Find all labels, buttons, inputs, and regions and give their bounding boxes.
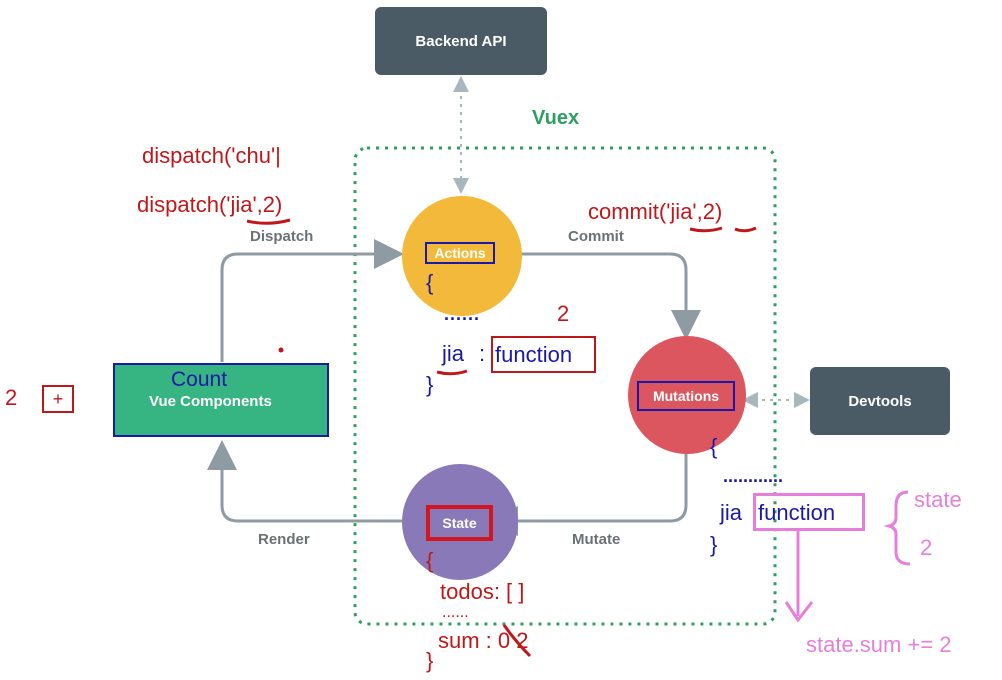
pink-state-sum-expr: state.sum += 2	[806, 632, 952, 657]
devtools-box: Devtools	[810, 367, 950, 435]
vue-components-label: Vue Components	[149, 393, 272, 410]
devtools-label: Devtools	[848, 392, 912, 410]
mutations-node	[628, 336, 746, 454]
vue-components-box: Count Vue Components	[113, 363, 329, 437]
actions-colon: :	[479, 341, 486, 366]
actions-label: Actions	[425, 242, 495, 264]
actions-function-box: function	[491, 336, 596, 373]
mutate-label: Mutate	[572, 531, 621, 548]
vuex-boundary	[353, 146, 777, 626]
actions-dots: ......	[444, 304, 481, 324]
counter-value: 2	[5, 385, 18, 410]
state-sum-old: 0	[497, 628, 511, 653]
commit-arrow	[520, 252, 701, 340]
underline-actions-jia	[436, 369, 468, 376]
pink-state-number: 2	[920, 535, 933, 560]
underline-dispatch-jia	[246, 218, 291, 225]
actions-open-brace: {	[426, 270, 434, 295]
pink-down-arrow	[784, 530, 814, 623]
state-sum-new: 2	[510, 628, 529, 653]
annotation-commit-jia: commit('jia',2)	[588, 199, 723, 224]
state-todos: todos: [ ]	[440, 579, 525, 604]
actions-number: 2	[557, 301, 570, 326]
state-close-brace: }	[426, 648, 434, 673]
mutations-label: Mutations	[637, 381, 735, 411]
render-arrow	[207, 440, 402, 523]
state-dots: ......	[442, 604, 469, 621]
underline-commit-2	[734, 226, 757, 233]
pink-brace	[883, 490, 911, 566]
state-node	[402, 464, 518, 580]
actions-node	[402, 196, 522, 316]
mutations-jia: jia	[720, 500, 743, 525]
dispatch-arrow	[220, 239, 404, 362]
state-open-brace: {	[426, 548, 434, 573]
plus-button-label: +	[52, 389, 64, 409]
dispatch-label: Dispatch	[250, 228, 314, 245]
state-sum-line: sum : 0 2	[438, 628, 529, 654]
plus-button[interactable]: +	[42, 385, 74, 413]
commit-label: Commit	[568, 228, 624, 245]
backend-api-box: Backend API	[375, 7, 547, 75]
vuex-title: Vuex	[532, 107, 580, 129]
mutations-close-brace: }	[710, 532, 718, 557]
underline-commit-jia	[689, 226, 723, 233]
pink-state-word: state	[914, 487, 962, 512]
annotation-dispatch-jia: dispatch('jia',2)	[137, 192, 283, 217]
actions-close-brace: }	[426, 372, 434, 397]
backend-api-label: Backend API	[415, 32, 507, 50]
mutations-open-brace: {	[710, 434, 718, 459]
render-label: Render	[258, 531, 310, 548]
actions-function: function	[495, 342, 573, 367]
actions-jia: jia	[442, 341, 465, 366]
mutations-dots: ............	[723, 466, 784, 486]
sum-strikeout	[502, 624, 532, 658]
state-label: State	[426, 505, 493, 541]
mutations-function-box: function	[753, 493, 865, 531]
mutations-function: function	[758, 500, 836, 525]
mutate-arrow	[488, 452, 688, 536]
red-dot	[278, 347, 284, 353]
count-label: Count	[171, 368, 228, 391]
state-sum-key: sum :	[438, 628, 498, 653]
annotation-dispatch-chu: dispatch('chu'|	[142, 143, 281, 168]
